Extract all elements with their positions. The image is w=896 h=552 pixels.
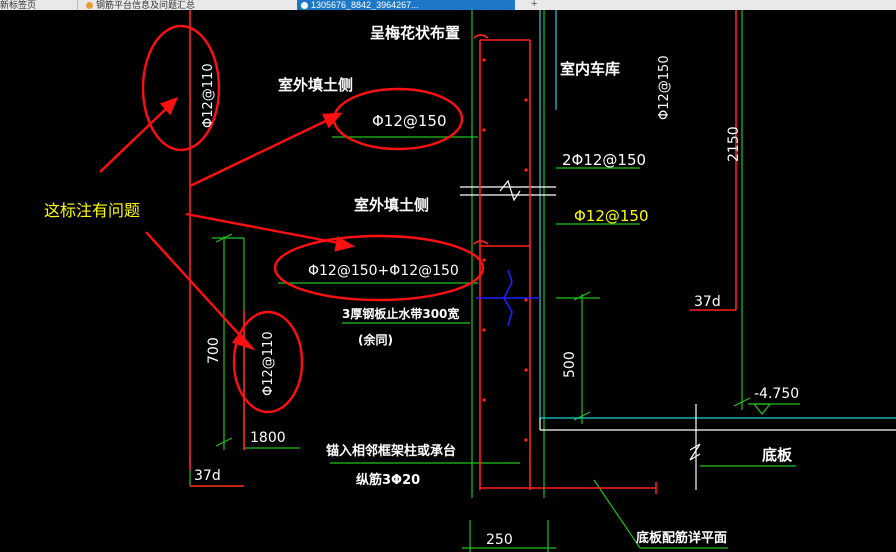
ellipse-rebar-combined [273,234,485,302]
label-waterstop-1: 3厚钢板止水带300宽 [342,306,459,321]
dim-37d-right: 37d [694,294,721,310]
annotation-problem-note: 这标注有问题 [44,201,140,220]
ellipse-left-bottom [232,310,304,414]
ellipse-left-top [141,24,221,152]
white-linework [460,179,896,490]
label-anchor-1: 锚入相邻框架柱或承台 [326,443,456,459]
browser-logo-icon [301,2,308,10]
elevation-label: -4.750 [754,386,799,402]
rebar-outer-1: Φ12@150 [372,112,447,130]
label-base-slab: 底板 [762,446,793,464]
new-tab-icon[interactable]: + [531,0,538,10]
green-linework [189,10,800,552]
red-rebar-dots [482,58,528,442]
dim-1800: 1800 [250,430,286,446]
browser-tab-strip: 新标签页 钢筋平台信息及问题汇总 1305676_8842_3964267...… [0,0,896,10]
blue-waterstop [476,269,540,327]
label-base-slab-detail: 底板配筋详平面 [636,530,727,546]
label-waterstop-2: (余同) [358,332,393,347]
dim-500: 500 [562,351,578,378]
label-outdoor-fill-mid: 室外填土侧 [354,196,429,214]
rebar-combined: Φ12@150+Φ12@150 [308,263,459,279]
annotation-markup [141,24,485,414]
tab-rebar-platform[interactable]: 钢筋平台信息及问题汇总 [82,0,292,10]
rebar-left-top: Φ12@110 [201,63,216,128]
white-labels: 呈梅花状布置 室内车库 室外填土侧 室外填土侧 底板 锚入相邻框架柱或承台 纵筋… [278,24,793,546]
tab-new[interactable]: 新标签页 [0,0,37,10]
dimension-labels: 2150 37d 700 1800 37d 500 250 -4.750 [194,126,799,548]
rebar-left-bottom: Φ12@110 [261,331,276,396]
label-indoor-garage: 室内车库 [560,60,620,78]
rebar-right-top: Φ12@150 [657,55,672,120]
red-rebar-lines [189,10,737,494]
dim-37d-left: 37d [194,468,221,484]
label-outdoor-fill-top: 室外填土侧 [278,76,353,94]
label-arrangement: 呈梅花状布置 [370,24,460,42]
dim-2150: 2150 [726,126,742,162]
rebar-inner-yellow: Φ12@150 [574,207,649,225]
annotation-arrows [99,96,356,351]
tab-separator [77,0,78,10]
tab-active-image[interactable]: 1305676_8842_3964267... [297,0,515,10]
rebar-labels: Φ12@150 2Φ12@150 Φ12@150+Φ12@150 Φ12@150… [201,55,672,396]
label-anchor-2: 纵筋3Φ20 [356,472,420,488]
browser-logo-icon [86,2,93,10]
elevation-marker-icon [752,403,772,415]
dim-700: 700 [206,337,222,364]
cyan-outline [539,10,896,419]
rebar-inner-2: 2Φ12@150 [562,151,646,169]
dim-250: 250 [486,532,513,548]
